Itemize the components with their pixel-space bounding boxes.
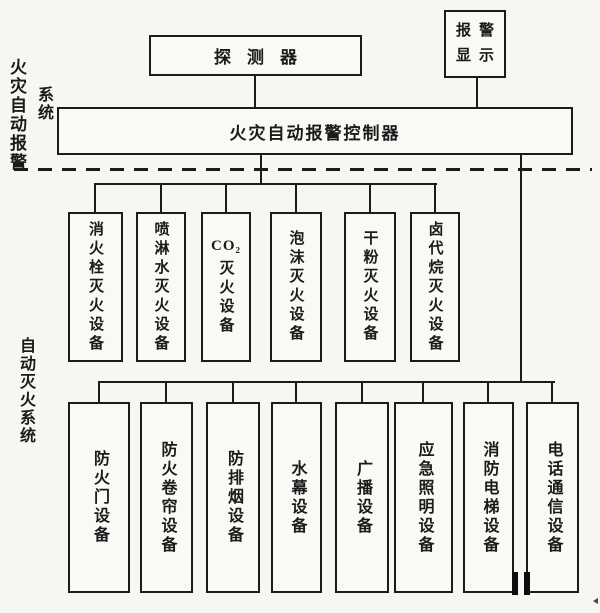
box-fire-elevator: 消防电梯设备 — [463, 402, 514, 593]
line-display-to-controller — [476, 78, 478, 107]
alarm-display-label-line1: 报警 — [455, 23, 502, 40]
side-label-extinguishing-system: 自动灭火系统 — [17, 337, 34, 445]
middle-stub-line — [369, 183, 371, 213]
smoke-exhaust-label: 防排烟设备 — [225, 450, 242, 545]
ink-artifact — [524, 572, 530, 595]
detector-label: 探测器 — [214, 48, 313, 67]
bottom-stub-line — [232, 382, 234, 403]
fire-door-label: 防火门设备 — [91, 450, 108, 545]
box-emergency-lighting: 应急照明设备 — [394, 402, 453, 593]
sprinkler-label: 喷淋水灭火设备 — [152, 220, 169, 354]
box-telephone: 电话通信设备 — [526, 402, 579, 593]
controller-box: 火灾自动报警控制器 — [57, 107, 573, 155]
bottom-stub-line — [98, 382, 100, 403]
controller-label: 火灾自动报警控制器 — [229, 123, 401, 143]
side-label-alarm-system-sub: 系统 — [35, 86, 52, 122]
bottom-stub-line — [551, 382, 553, 403]
alarm-display-box: 报警 显示 — [444, 10, 506, 78]
co2-label: 灭火设备 — [217, 260, 234, 336]
box-fire-shutter: 防火卷帘设备 — [140, 402, 193, 593]
box-fire-hydrant: 消火栓灭火设备 — [68, 212, 123, 362]
box-fire-door: 防火门设备 — [68, 402, 130, 593]
middle-stub-line — [295, 183, 297, 213]
broadcast-label: 广播设备 — [354, 459, 371, 536]
co2-label-group: CO₂ 灭火设备 — [211, 238, 241, 336]
fire-elevator-label: 消防电梯设备 — [480, 440, 498, 555]
bottom-stub-line — [422, 382, 424, 403]
halon-label: 卤代烷灭火设备 — [426, 220, 443, 354]
bottom-stub-line — [165, 382, 167, 403]
bottom-stub-line — [361, 382, 363, 403]
line-detector-to-controller — [254, 75, 256, 107]
telephone-label: 电话通信设备 — [544, 440, 562, 555]
bottom-stub-line — [295, 382, 297, 403]
middle-stub-line — [225, 183, 227, 213]
line-controller-to-middle-bus — [260, 155, 262, 184]
ink-artifact — [512, 572, 518, 595]
bottom-bus-line — [98, 381, 555, 383]
co2-formula-label: CO₂ — [211, 238, 241, 254]
middle-bus-line — [94, 183, 437, 185]
bottom-stub-line — [487, 382, 489, 403]
box-smoke-exhaust: 防排烟设备 — [206, 402, 260, 593]
box-broadcast: 广播设备 — [335, 402, 389, 593]
emergency-lighting-label: 应急照明设备 — [415, 440, 433, 555]
side-label-alarm-system-main: 火灾自动报警 — [7, 58, 26, 172]
middle-stub-line — [94, 183, 96, 213]
box-foam: 泡沫灭火设备 — [270, 212, 322, 362]
section-divider-dashed-line — [14, 168, 592, 171]
corner-arrow-mark — [593, 598, 598, 604]
box-halon: 卤代烷灭火设备 — [410, 212, 460, 362]
middle-stub-line — [160, 183, 162, 213]
water-curtain-label: 水幕设备 — [288, 459, 306, 536]
line-controller-to-bottom-bus — [520, 155, 522, 382]
foam-label: 泡沫灭火设备 — [287, 230, 304, 344]
box-dry-powder: 干粉灭火设备 — [344, 212, 396, 362]
box-sprinkler: 喷淋水灭火设备 — [136, 212, 186, 362]
box-water-curtain: 水幕设备 — [271, 402, 322, 593]
fire-shutter-label: 防火卷帘设备 — [158, 440, 176, 555]
fire-hydrant-label: 消火栓灭火设备 — [87, 220, 103, 354]
detector-box: 探测器 — [149, 35, 362, 76]
dry-powder-label: 干粉灭火设备 — [361, 230, 378, 344]
alarm-display-label-line2: 显示 — [455, 48, 502, 64]
middle-stub-line — [434, 183, 436, 213]
box-co2: CO₂ 灭火设备 — [201, 212, 251, 362]
